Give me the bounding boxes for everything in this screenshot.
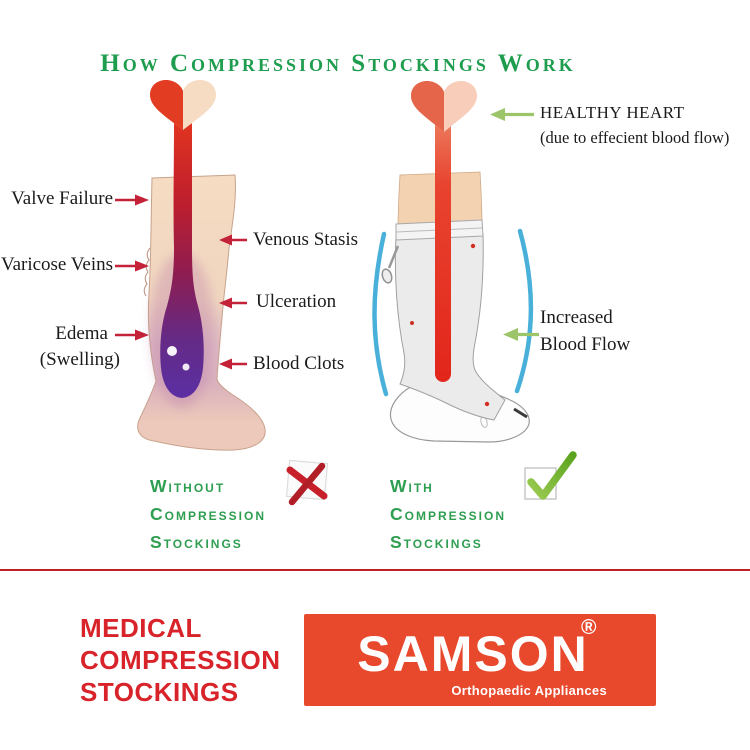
red-arrow-left-icon xyxy=(219,234,247,246)
page-title: How Compression Stockings Work xyxy=(100,50,576,77)
brand-tagline: Orthopaedic Appliances xyxy=(451,683,607,698)
product-title: MEDICAL COMPRESSION STOCKINGS xyxy=(80,612,281,708)
zipper-pull xyxy=(381,268,393,284)
varicose-vein-bumps xyxy=(143,247,151,297)
caption-with-compression: With Compression Stockings xyxy=(390,472,506,556)
stocking-mark xyxy=(470,243,476,249)
label-edema-sub: (Swelling) xyxy=(39,349,120,370)
caption-line: Compression xyxy=(150,504,266,524)
green-arrow-left-icon xyxy=(503,328,539,341)
red-arrow-right-icon xyxy=(115,260,149,272)
label-venous-stasis: Venous Stasis xyxy=(253,229,359,250)
caption-without-compression: Without Compression Stockings xyxy=(150,472,266,556)
open-toe-band xyxy=(513,407,528,419)
heart-red-half xyxy=(411,81,444,132)
blood-clot-dot xyxy=(167,346,177,356)
caption-line: Without xyxy=(150,476,226,496)
heart-red-half xyxy=(150,80,183,130)
red-arrow-left-icon xyxy=(219,358,247,370)
registered-trademark-icon: ® xyxy=(581,616,597,639)
green-check-icon xyxy=(524,451,577,500)
green-arrow-left-icon xyxy=(490,108,534,121)
red-arrow-right-icon xyxy=(115,194,149,206)
red-arrow-left-icon xyxy=(219,297,247,309)
label-varicose-veins: Varicose Veins xyxy=(0,254,113,275)
label-blood-flow: Blood Flow xyxy=(540,334,631,355)
red-arrow-right-icon xyxy=(115,329,149,341)
compression-wave-left xyxy=(372,231,389,397)
label-ulceration: Ulceration xyxy=(256,291,337,312)
label-increased: Increased xyxy=(540,307,613,328)
diseased-vein xyxy=(160,122,204,398)
compression-wave-right xyxy=(514,228,534,394)
caption-line: Compression xyxy=(390,504,506,524)
stocking-mark xyxy=(410,321,414,325)
label-edema: Edema xyxy=(55,323,108,344)
blood-clot-dot xyxy=(182,363,190,371)
label-healthy-heart: HEALTHY HEART xyxy=(540,103,685,122)
caption-line: Stockings xyxy=(390,532,483,552)
stocking-mark xyxy=(484,401,490,407)
label-healthy-heart-sub: (due to effecient blood flow) xyxy=(540,128,730,147)
leg-without-stocking-illustration xyxy=(137,80,266,451)
caption-line: Stockings xyxy=(150,532,243,552)
label-blood-clots: Blood Clots xyxy=(253,353,345,374)
red-cross-icon xyxy=(285,459,329,506)
product-title-line: MEDICAL xyxy=(80,613,202,643)
label-valve-failure: Valve Failure xyxy=(11,188,113,209)
product-title-line: STOCKINGS xyxy=(80,677,239,707)
brand-name: SAMSON xyxy=(357,626,589,682)
red-divider-line xyxy=(0,569,750,571)
zipper-cord xyxy=(387,245,400,269)
brand-logo: SAMSON ® Orthopaedic Appliances xyxy=(304,614,656,706)
caption-line: With xyxy=(390,476,434,496)
leg-with-stocking-illustration xyxy=(372,81,534,443)
product-title-line: COMPRESSION xyxy=(80,645,281,675)
healthy-vein xyxy=(435,118,451,382)
